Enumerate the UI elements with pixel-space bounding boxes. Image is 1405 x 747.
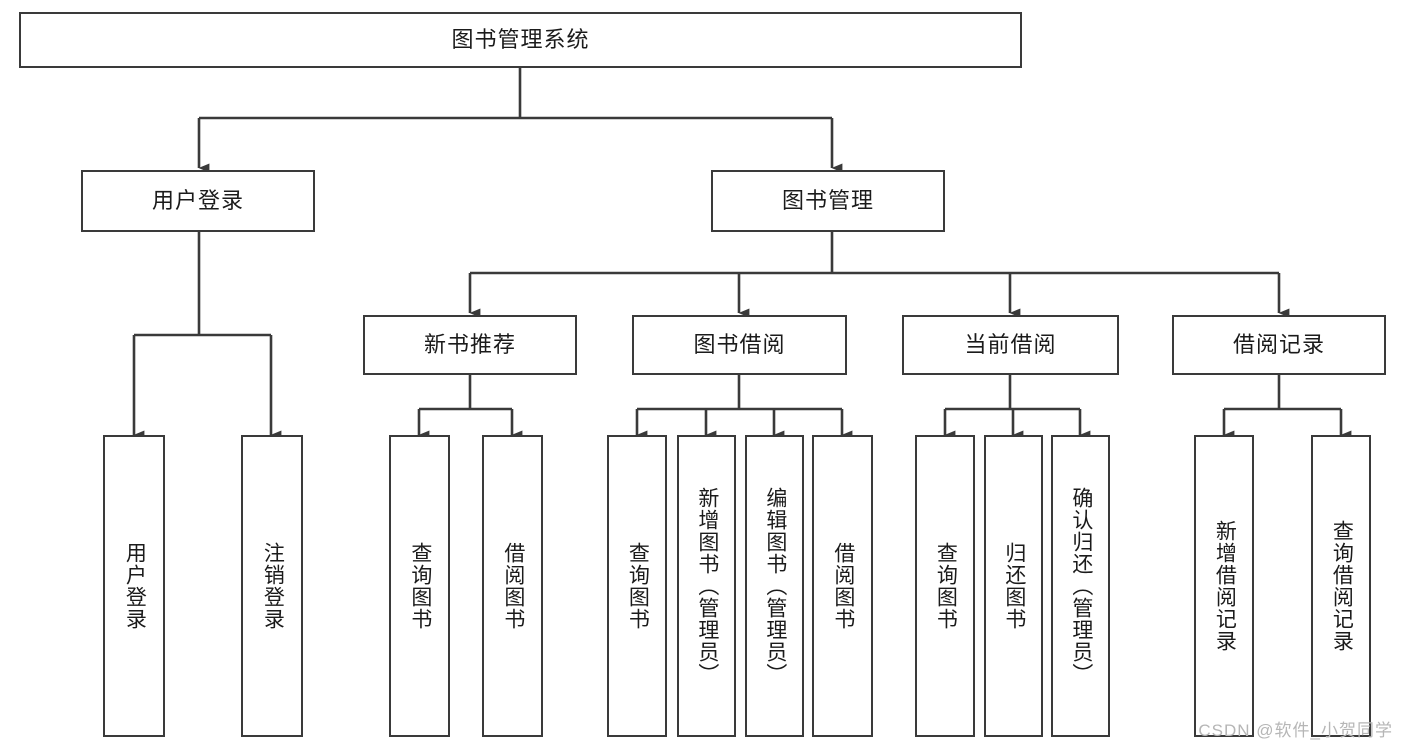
node-new-book-recommend[interactable]: 新书推荐 xyxy=(363,315,577,375)
node-new-book-recommend-label: 新书推荐 xyxy=(423,331,516,357)
leaf-label: 借阅图书 xyxy=(501,542,525,630)
leaf-current-borrow-confirm[interactable]: 确认归还（管理员） xyxy=(1051,435,1110,737)
leaf-borrow-book-query[interactable]: 查询图书 xyxy=(607,435,667,737)
leaf-label: 查询图书 xyxy=(934,542,958,630)
node-borrow-record[interactable]: 借阅记录 xyxy=(1172,315,1386,375)
leaf-label: 新增借阅记录 xyxy=(1213,520,1237,652)
leaf-borrow-book-borrow[interactable]: 借阅图书 xyxy=(812,435,873,737)
node-book-borrow[interactable]: 图书借阅 xyxy=(632,315,847,375)
leaf-user-login-logout[interactable]: 注销登录 xyxy=(241,435,303,737)
leaf-label: 确认归还（管理员） xyxy=(1069,487,1093,685)
leaf-borrow-record-query[interactable]: 查询借阅记录 xyxy=(1311,435,1371,737)
leaf-label: 新增图书（管理员） xyxy=(695,487,719,685)
leaf-borrow-book-edit[interactable]: 编辑图书（管理员） xyxy=(745,435,804,737)
leaf-borrow-book-add[interactable]: 新增图书（管理员） xyxy=(677,435,736,737)
leaf-current-borrow-query[interactable]: 查询图书 xyxy=(915,435,975,737)
node-book-manage[interactable]: 图书管理 xyxy=(711,170,945,232)
leaf-borrow-record-add[interactable]: 新增借阅记录 xyxy=(1194,435,1254,737)
leaf-label: 查询图书 xyxy=(408,542,432,630)
node-book-manage-label: 图书管理 xyxy=(781,187,874,213)
leaf-new-book-borrow[interactable]: 借阅图书 xyxy=(482,435,543,737)
csdn-watermark: CSDN @软件_小贺同学 xyxy=(1198,721,1393,740)
leaf-label: 借阅图书 xyxy=(831,542,855,630)
node-root-label: 图书管理系统 xyxy=(451,26,590,52)
node-current-borrow-label: 当前借阅 xyxy=(964,331,1057,357)
node-user-login[interactable]: 用户登录 xyxy=(81,170,315,232)
leaf-label: 查询借阅记录 xyxy=(1330,520,1354,652)
leaf-label: 注销登录 xyxy=(261,542,285,630)
node-book-borrow-label: 图书借阅 xyxy=(693,331,786,357)
leaf-new-book-query[interactable]: 查询图书 xyxy=(389,435,450,737)
leaf-user-login-login[interactable]: 用户登录 xyxy=(103,435,165,737)
node-user-login-label: 用户登录 xyxy=(151,187,244,213)
leaf-label: 编辑图书（管理员） xyxy=(763,487,787,685)
leaf-label: 用户登录 xyxy=(123,542,147,630)
node-root-system[interactable]: 图书管理系统 xyxy=(19,12,1022,68)
node-borrow-record-label: 借阅记录 xyxy=(1232,331,1325,357)
leaf-label: 查询图书 xyxy=(626,542,650,630)
node-current-borrow[interactable]: 当前借阅 xyxy=(902,315,1119,375)
leaf-label: 归还图书 xyxy=(1002,542,1026,630)
leaf-current-borrow-return[interactable]: 归还图书 xyxy=(984,435,1043,737)
